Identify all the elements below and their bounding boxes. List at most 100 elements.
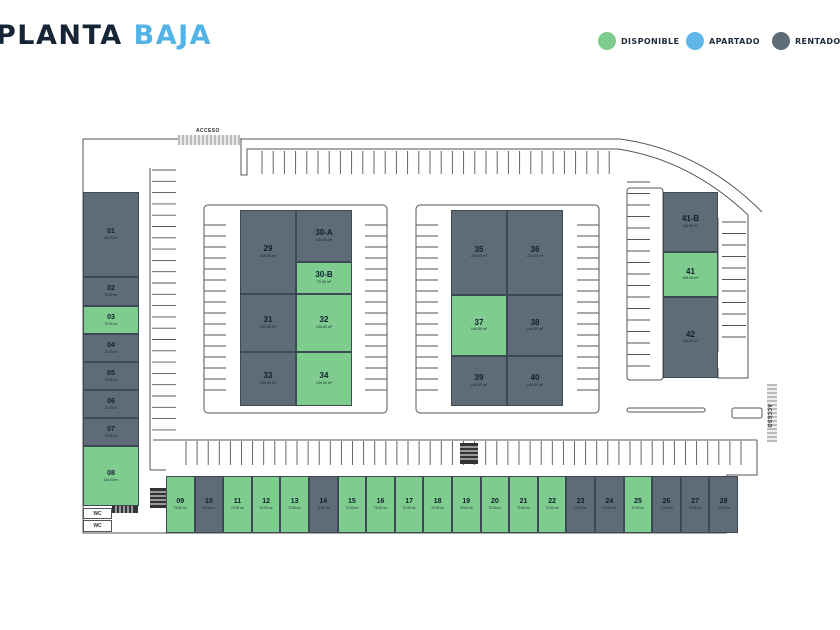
stairs-left (112, 505, 138, 513)
unit-area: 216.00 m² (526, 254, 544, 259)
legend-item-apartado: APARTADO (686, 31, 760, 51)
access-right-crossing (767, 384, 777, 442)
unit-area: 144.00 m² (526, 327, 544, 332)
unit-number: 36 (530, 244, 540, 254)
unit-number: 19 (462, 498, 471, 506)
unit-area: 144.00 m² (315, 380, 333, 385)
access-top-label: ACCESO (196, 128, 220, 134)
unit-number: 20 (490, 498, 499, 506)
unit-area: 72.00 m² (104, 405, 118, 410)
unit-area: 72.00 m² (574, 506, 588, 511)
legend-rentado-swatch (772, 32, 790, 50)
unit-area: 72.00 m² (345, 506, 359, 511)
unit-number: 29 (263, 244, 273, 254)
unit-number: 24 (605, 498, 614, 506)
unit-number: 14 (319, 498, 328, 506)
unit-number: 39 (474, 373, 484, 383)
unit-number: 33 (263, 371, 273, 381)
page-title: PLANTA BAJA (0, 20, 212, 51)
unit-area: 216.00 m² (259, 253, 277, 258)
unit-number: 22 (548, 498, 556, 506)
unit-area: 144.00 m² (470, 327, 488, 332)
unit-area: 72.00 m² (104, 377, 118, 382)
unit-area: 144.00 m² (470, 382, 488, 387)
unit-number: 31 (263, 315, 273, 325)
unit-area: 72.00 m² (717, 506, 731, 511)
unit-area: 72.00 m² (173, 506, 187, 511)
unit-number: 23 (576, 498, 585, 506)
unit-number: 09 (176, 498, 185, 506)
unit-area: 144.00 m² (259, 324, 277, 329)
unit-number: 15 (347, 498, 356, 506)
unit-area: 215.00 m² (103, 236, 119, 241)
unit-number: 10 (204, 498, 213, 506)
unit-number: 16 (376, 498, 385, 506)
unit-area: 72.00 m² (230, 506, 244, 511)
unit-number: 11 (233, 498, 242, 506)
unit-number: 21 (519, 498, 528, 506)
legend-item-disponible: DISPONIBLE (598, 31, 679, 51)
unit-area: 110.00 m² (682, 223, 699, 228)
unit-number: 42 (686, 329, 695, 339)
legend-apartado-swatch (686, 32, 704, 50)
unit-number: 13 (290, 498, 299, 506)
unit-area: 72.00 m² (202, 506, 216, 511)
unit-area: 72.00 m² (402, 506, 416, 511)
unit-number: 17 (405, 498, 413, 506)
unit-area: 144.00 m² (259, 380, 277, 385)
unit-number: 37 (474, 317, 484, 327)
unit-number: 34 (319, 371, 329, 381)
unit-area: 72.00 m² (459, 506, 473, 511)
unit-number: 18 (433, 498, 442, 506)
unit-area: 72.00 m² (288, 506, 302, 511)
legend-rentado-label: RENTADO (795, 36, 840, 46)
legend-disponible-swatch (598, 32, 616, 50)
legend-disponible-label: DISPONIBLE (621, 36, 680, 46)
unit-area: 72.00 m² (602, 506, 616, 511)
